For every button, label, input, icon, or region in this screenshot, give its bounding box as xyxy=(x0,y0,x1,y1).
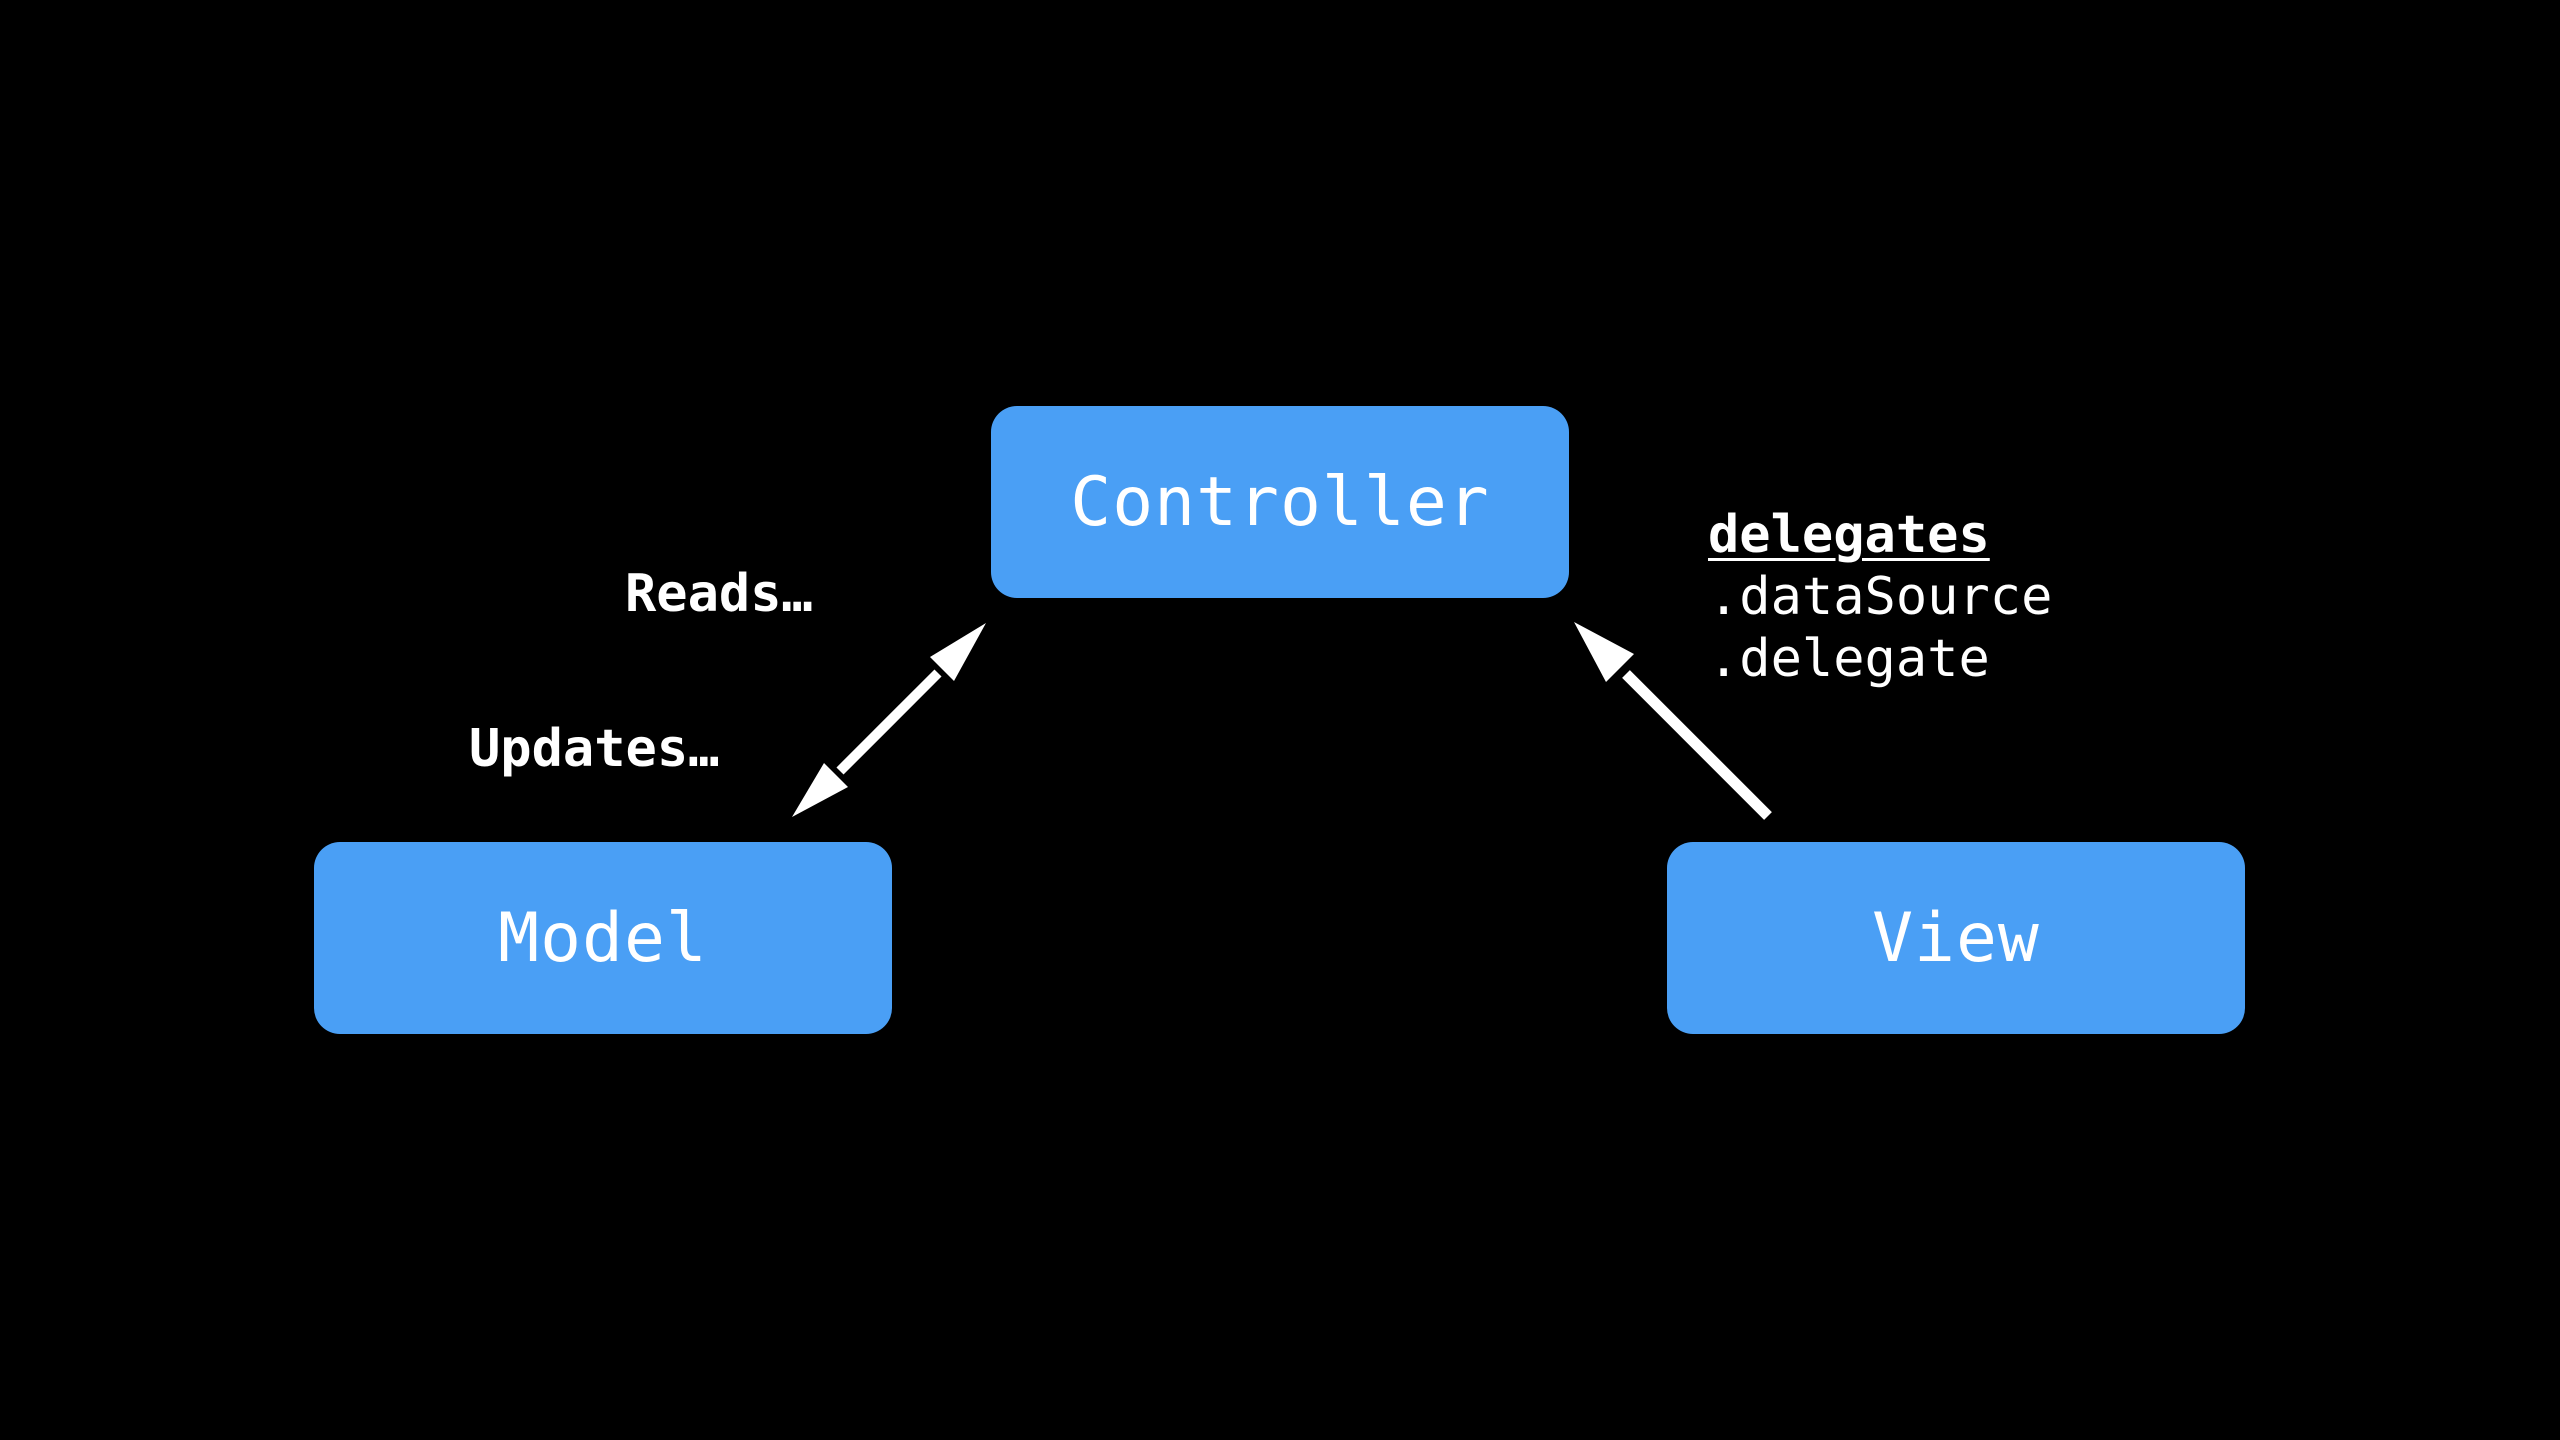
delegates-block: delegates .dataSource .delegate xyxy=(1708,504,2052,690)
arrowhead-view-to-controller xyxy=(1574,622,1634,682)
delegates-item-delegate: .delegate xyxy=(1708,629,1990,689)
reads-label: Reads… xyxy=(625,564,813,624)
view-node: View xyxy=(1667,842,2245,1034)
model-controller-arrow xyxy=(792,623,986,817)
updates-label: Updates… xyxy=(469,719,720,779)
arrowhead-to-model xyxy=(792,763,848,817)
controller-label: Controller xyxy=(1070,462,1490,542)
delegates-heading: delegates xyxy=(1708,505,1990,565)
arrowhead-to-controller xyxy=(930,623,986,681)
delegates-item-datasource: .dataSource xyxy=(1708,567,2053,627)
view-label: View xyxy=(1872,898,2040,978)
controller-node: Controller xyxy=(991,406,1569,598)
model-node: Model xyxy=(314,842,892,1034)
model-label: Model xyxy=(498,898,708,978)
